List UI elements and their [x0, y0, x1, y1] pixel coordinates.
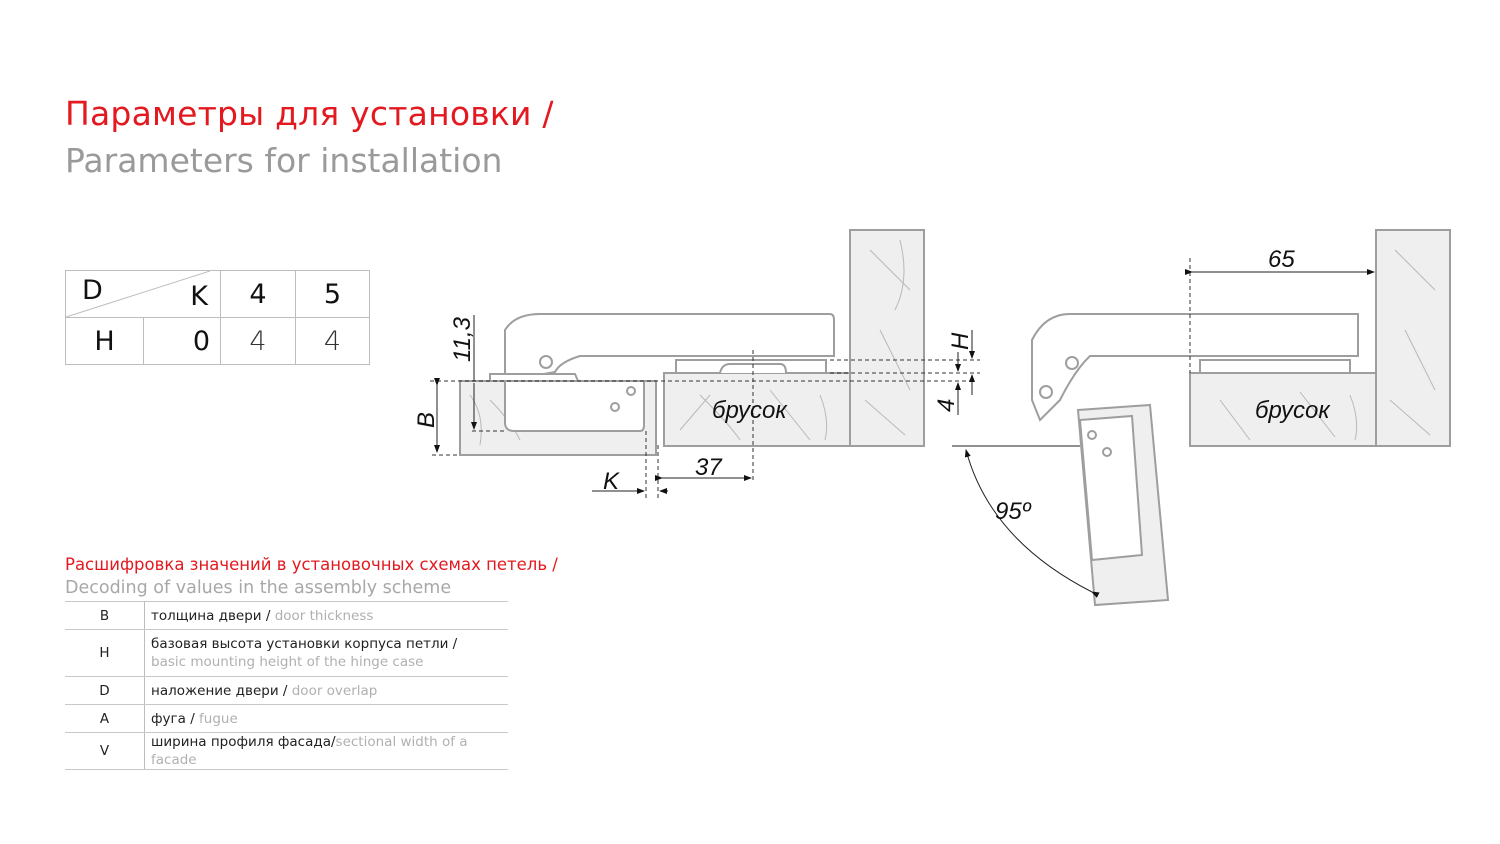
page-title-en: Parameters for installation — [65, 141, 503, 180]
page-title-ru: Параметры для установки / — [65, 94, 554, 133]
hinge-plate — [489, 373, 580, 382]
value-en: door thickness — [274, 607, 374, 624]
decoding-key: V — [65, 732, 145, 770]
pivot-dot — [1039, 385, 1053, 399]
dim-37-label: 37 — [695, 454, 723, 481]
mounting-plate — [1199, 359, 1351, 374]
decoding-title-en: Decoding of values in the assembly schem… — [65, 578, 452, 598]
value-ru: ширина профиля фасада/ — [151, 734, 336, 750]
value-ru: фуга / — [151, 710, 200, 727]
decoding-key: B — [65, 601, 145, 630]
decoding-table: B толщина двери / door thickness H базов… — [65, 601, 508, 770]
h-value: 4 — [220, 317, 296, 365]
h-value: 4 — [295, 317, 370, 365]
pivot-dot — [539, 355, 553, 369]
diagonal-divider — [66, 271, 210, 318]
value-en: fugue — [199, 710, 238, 727]
cabinet-side — [849, 229, 925, 447]
dim-11-3-label: 11,3 — [449, 316, 476, 362]
hinge-arm — [504, 313, 835, 383]
screw-hole — [610, 402, 620, 412]
table-row: B толщина двери / door thickness — [65, 601, 508, 630]
dim-h-label: H — [947, 332, 974, 350]
decoding-title-ru: Расшифровка значений в установочных схем… — [65, 555, 558, 574]
h-label: H — [65, 317, 144, 365]
closed-hinge-diagram: 11,3 B K 37 H 4 брусок — [413, 229, 980, 500]
decoding-value: наложение двери / door overlap — [144, 676, 508, 705]
dim-4-label: 4 — [933, 399, 960, 412]
wood-grain — [1219, 249, 1436, 441]
value-en: door overlap — [291, 682, 378, 699]
parameters-table: D K 4 5 H 0 4 4 — [65, 270, 370, 365]
dk-corner-cell: D K — [65, 270, 221, 318]
bar-label: брусок — [712, 397, 788, 424]
open-hinge-diagram: 65 95º брусок — [952, 229, 1451, 607]
hinge-cup — [504, 380, 645, 432]
decoding-key: H — [65, 629, 145, 677]
hinge-arm — [1031, 313, 1359, 422]
screw-hole — [1102, 447, 1112, 457]
k-label: K — [190, 281, 208, 312]
dim-k-label: K — [603, 468, 620, 495]
value-ru: наложение двери / — [151, 682, 292, 699]
k-value: 4 — [220, 270, 296, 318]
table-row: A фуга / fugue — [65, 704, 508, 733]
value-ru: базовая высота установки корпуса петли / — [151, 636, 458, 652]
value-en: basic mounting height of the hinge case — [151, 654, 424, 670]
cabinet-side — [1375, 229, 1451, 447]
d-value: 0 — [143, 317, 221, 365]
value-en: sectional width of a facade — [151, 734, 468, 768]
table-row: V ширина профиля фасада/sectional width … — [65, 732, 508, 770]
pivot-dot — [1065, 356, 1079, 370]
screw-hole — [1087, 430, 1097, 440]
screw-hole — [626, 386, 636, 396]
d-label: D — [82, 275, 103, 306]
bar-label: брусок — [1255, 397, 1331, 424]
plate-bump — [719, 363, 787, 374]
dim-b-label: B — [413, 412, 440, 428]
decoding-value: толщина двери / door thickness — [144, 601, 508, 630]
table-row: D наложение двери / door overlap — [65, 676, 508, 705]
value-ru: толщина двери / — [151, 607, 275, 624]
decoding-key: D — [65, 676, 145, 705]
dim-65-label: 65 — [1268, 246, 1295, 273]
decoding-value: ширина профиля фасада/sectional width of… — [144, 732, 508, 770]
angle-label: 95º — [995, 498, 1032, 525]
angle-arc — [964, 449, 1100, 598]
bar-block — [663, 372, 851, 447]
k-value: 5 — [295, 270, 370, 318]
